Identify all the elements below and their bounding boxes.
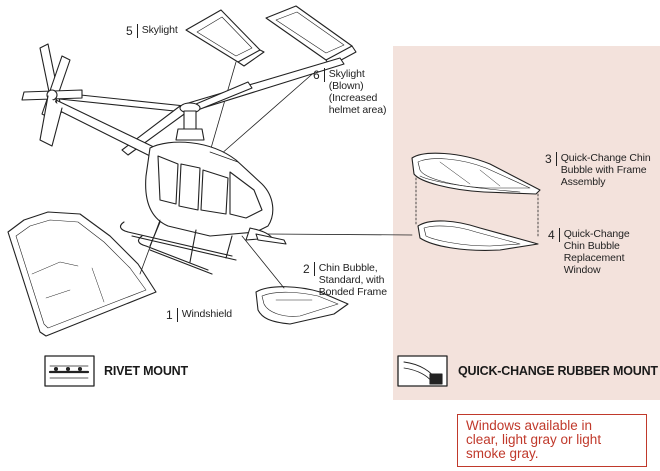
callout-skylight: 5 Skylight	[126, 24, 178, 38]
skylight-5-panel	[185, 9, 265, 67]
callout-windshield: 1 Windshield	[166, 308, 232, 322]
chin-bubble-3	[411, 152, 541, 195]
chin-bubble-2	[255, 286, 349, 325]
callout-number: 1	[166, 308, 178, 322]
quick-change-mount-thumbnail	[397, 355, 448, 387]
callout-text: Skylight	[141, 24, 178, 36]
callout-text: Quick-Change Chin Bubble with Frame Asse…	[560, 152, 651, 188]
callout-text: Skylight (Blown) (Increased helmet area)	[328, 68, 387, 116]
callout-text: Chin Bubble, Standard, with Bonded Frame	[318, 262, 387, 298]
availability-note: Windows available in clear, light gray o…	[457, 414, 647, 467]
windshield-part	[7, 211, 157, 337]
callout-chin-bubble-standard: 2 Chin Bubble, Standard, with Bonded Fra…	[303, 262, 387, 298]
callout-text: Windshield	[181, 308, 233, 320]
quick-change-mount-label: QUICK-CHANGE RUBBER MOUNT	[458, 364, 658, 378]
callout-number: 4	[548, 228, 560, 242]
callout-number: 2	[303, 262, 315, 276]
skylight-6-panel	[265, 5, 357, 67]
callout-skylight-blown: 6 Skylight (Blown) (Increased helmet are…	[313, 68, 387, 116]
main-rotor	[49, 57, 345, 156]
rivet-mount-label: RIVET MOUNT	[104, 364, 188, 378]
callout-text: Quick-Change Chin Bubble Replacement Win…	[563, 228, 630, 276]
fuselage	[145, 141, 287, 245]
callout-number: 6	[313, 68, 325, 82]
callout-number: 3	[545, 152, 557, 166]
callout-quick-change-chin-bubble: 3 Quick-Change Chin Bubble with Frame As…	[545, 152, 651, 188]
chin-bubble-4	[417, 220, 539, 251]
callout-number: 5	[126, 24, 138, 38]
callout-replacement-window: 4 Quick-Change Chin Bubble Replacement W…	[548, 228, 630, 276]
rivet-mount-thumbnail	[44, 355, 95, 387]
